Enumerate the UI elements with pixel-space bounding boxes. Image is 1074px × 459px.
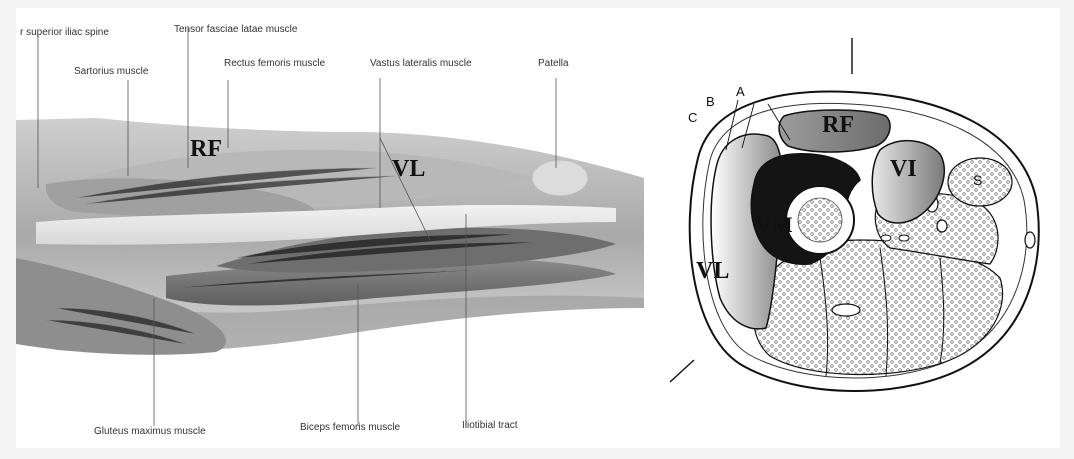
layer-label-c: C <box>688 110 697 125</box>
section-label-vl: VL <box>696 258 729 285</box>
section-label-vi: VI <box>890 156 917 183</box>
thigh-cross-section-illustration <box>650 8 1050 428</box>
femur-marrow <box>798 198 842 242</box>
callout-sartorius: Sartorius muscle <box>74 66 148 77</box>
sciatic-oval <box>832 304 860 316</box>
layer-label-b: B <box>706 94 715 109</box>
callout-biceps-femoris: Biceps femoris muscle <box>300 422 400 433</box>
callout-tensor-fasciae-latae: Tensor fasciae latae muscle <box>174 24 297 35</box>
vessel-oval-4 <box>899 235 909 241</box>
vessel-oval-2 <box>937 220 947 232</box>
callout-iliotibial-tract: Iliotibial tract <box>462 420 518 431</box>
callout-patella: Patella <box>538 58 569 69</box>
section-label-s: S <box>973 172 982 188</box>
bottom-tick <box>670 360 694 382</box>
patella-shape <box>532 160 588 196</box>
overlay-label-rf: RF <box>190 136 222 163</box>
callout-anterior-superior-iliac-spine: r superior iliac spine <box>20 27 109 38</box>
vessel-oval-3 <box>881 235 891 241</box>
lateral-vessel <box>1025 232 1035 248</box>
section-label-vm: VM <box>756 212 793 238</box>
callout-rectus-femoris: Rectus femoris muscle <box>224 58 325 69</box>
section-label-rf: RF <box>822 112 854 139</box>
layer-label-a: A <box>736 84 745 99</box>
overlay-label-vl: VL <box>392 156 425 183</box>
callout-gluteus-maximus: Gluteus maximus muscle <box>94 426 206 437</box>
callout-vastus-lateralis: Vastus lateralis muscle <box>370 58 472 69</box>
